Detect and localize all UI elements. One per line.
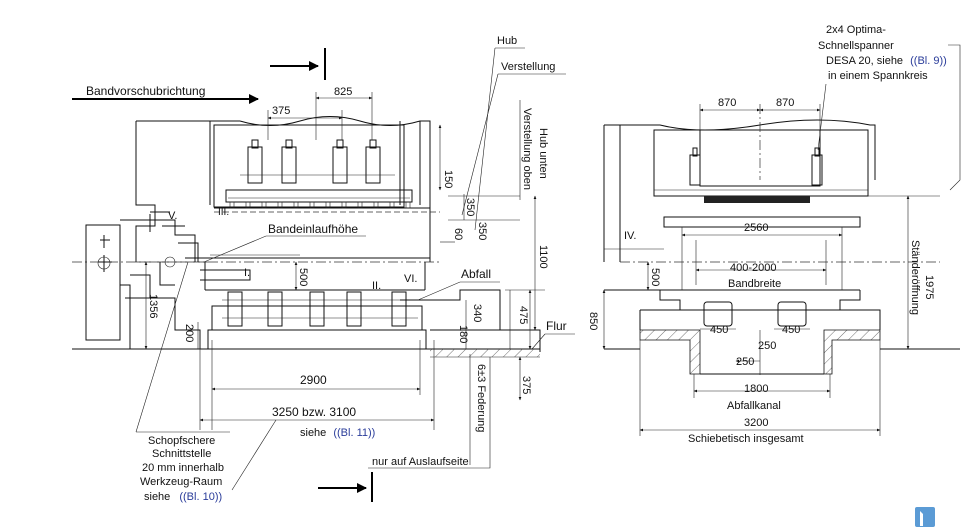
dim-500-right: 500 (649, 268, 661, 286)
label-abfallkanal: Abfallkanal (727, 400, 781, 412)
label-bandeinlaufhoehe: Bandeinlaufhöhe (268, 222, 358, 236)
bolt (357, 201, 363, 209)
dim-350a: 350 (464, 198, 476, 216)
roman-i: I. (244, 267, 250, 279)
dim-870-a: 870 (718, 97, 736, 109)
dim-1800: 1800 (744, 383, 768, 395)
dim-60: 60 (452, 228, 464, 240)
logo-icon (915, 507, 935, 527)
label-verstellung-oben: Verstellung oben (521, 108, 533, 190)
note-desa-prefix: DESA 20, siehe (826, 55, 903, 67)
dim-825: 825 (334, 86, 352, 98)
upper-clamps (228, 139, 410, 199)
bolt (245, 201, 251, 209)
roman-iii: III. (218, 207, 229, 218)
bl11-link[interactable]: ((Bl. 11)) (333, 427, 375, 439)
dim-2900: 2900 (300, 373, 327, 387)
dim-500-left: 500 (297, 268, 309, 286)
lower-clamps (222, 291, 418, 327)
note-desa: DESA 20, siehe ((Bl. 9)) (826, 55, 947, 67)
feed-direction-arrow: Bandvorschubrichtung (72, 84, 259, 104)
siehe-bl10-prefix: siehe (144, 491, 170, 503)
dim-350b: 350 (476, 222, 488, 240)
label-verstellung: Verstellung (501, 61, 555, 73)
bolt (341, 201, 347, 209)
bolt (405, 201, 411, 209)
dim-3200: 3200 (744, 417, 768, 429)
dim-870-b: 870 (776, 97, 794, 109)
note-schnellspanner: Schnellspanner (818, 40, 894, 52)
dim-375-side: 375 (520, 376, 532, 394)
dim-150: 150 (442, 170, 454, 188)
feed-direction-label: Bandvorschubrichtung (86, 84, 205, 98)
bolt (389, 201, 395, 209)
dim-2560: 2560 (744, 222, 768, 234)
dim-3250: 3250 bzw. 3100 (272, 405, 356, 419)
dim-450-a: 450 (710, 324, 728, 336)
dim-450-b: 450 (782, 324, 800, 336)
label-flur: Flur (546, 319, 567, 333)
note-schnittstelle: Schnittstelle (152, 448, 211, 460)
note-spannkreis: in einem Spannkreis (828, 70, 928, 82)
siehe-bl11-prefix: siehe (300, 427, 326, 439)
left-view: Bandvorschubrichtung (72, 35, 575, 503)
dim-200: 200 (183, 324, 195, 342)
dim-850: 850 (587, 312, 599, 330)
floor-hatch-left (430, 349, 540, 358)
bl10-link[interactable]: ((Bl. 10)) (179, 491, 222, 503)
dim-1356: 1356 (147, 294, 159, 318)
note-20mm: 20 mm innerhalb (142, 462, 224, 474)
right-view: 2x4 Optima- Schnellspanner DESA 20, sieh… (587, 24, 961, 445)
label-staenderoeffnung: Ständeröffnung (909, 240, 921, 315)
roman-vi: VI. (404, 273, 417, 285)
floor-hatch-right (604, 329, 960, 375)
dim-1100: 1100 (537, 245, 549, 269)
dim-250-a: 250 (736, 356, 754, 368)
roman-v: V. (168, 210, 177, 222)
dim-180: 180 (457, 325, 469, 343)
siehe-bl11: siehe ((Bl. 11)) (300, 427, 375, 439)
section-arrow-bottom (318, 472, 373, 502)
note-optima: 2x4 Optima- (826, 24, 886, 36)
dim-1975: 1975 (923, 275, 935, 299)
note-werkzeug-raum: Werkzeug-Raum (140, 476, 222, 488)
label-hub: Hub (497, 35, 517, 47)
bolt (277, 201, 283, 209)
dim-475: 475 (517, 306, 529, 324)
label-hub-unten: Hub unten (537, 128, 549, 179)
right-clamps (689, 147, 823, 186)
label-abfall: Abfall (461, 267, 491, 281)
label-bandbreite: Bandbreite (728, 278, 781, 290)
bl9-link[interactable]: ((Bl. 9)) (910, 55, 947, 67)
bolt (261, 201, 267, 209)
dim-375-top: 375 (272, 105, 290, 117)
label-federung: 6±3 Federung (475, 364, 487, 432)
note-schopfschere: Schopfschere (148, 435, 215, 447)
dim-400-2000: 400-2000 (730, 262, 777, 274)
bolt (325, 201, 331, 209)
section-arrow-top (270, 48, 326, 80)
dim-250-b: 250 (758, 340, 776, 352)
roman-iv: IV. (624, 230, 636, 242)
label-schiebetisch: Schiebetisch insgesamt (688, 433, 804, 445)
bolt (229, 201, 235, 209)
ram-bolts (229, 201, 411, 209)
roman-ii: II. (372, 280, 381, 292)
bolt (293, 201, 299, 209)
note-auslaufseite: nur auf Auslaufseite (372, 456, 469, 468)
bolt (373, 201, 379, 209)
siehe-bl10: siehe ((Bl. 10)) (144, 491, 222, 503)
bolt (309, 201, 315, 209)
dim-340: 340 (471, 304, 483, 322)
